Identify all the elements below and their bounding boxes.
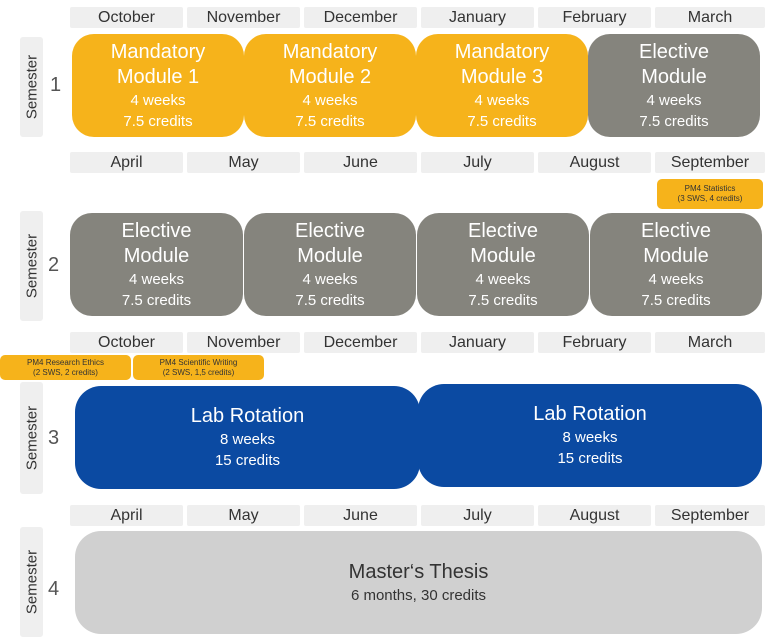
elective-module-s2-3: Elective Module 4 weeks 7.5 credits <box>417 213 589 316</box>
module-duration: 4 weeks <box>475 270 531 288</box>
module-title: Lab Rotation <box>190 405 305 427</box>
module-duration: 4 weeks <box>302 270 358 288</box>
semester-number: 1 <box>50 74 62 96</box>
badge-detail: (3 SWS, 4 credits) <box>677 194 743 203</box>
month-label: July <box>421 152 534 173</box>
module-credits: 15 credits <box>557 450 623 467</box>
lab-rotation-1: Lab Rotation 8 weeks 15 credits <box>75 386 420 489</box>
module-duration: 4 weeks <box>474 91 530 109</box>
badge-title: PM4 Research Ethics <box>27 357 104 367</box>
semester-label: Semester <box>23 405 40 471</box>
module-duration: 4 weeks <box>302 91 358 109</box>
module-title-line2: Module <box>641 65 707 88</box>
badge-detail: (2 SWS, 1,5 credits) <box>162 367 235 377</box>
module-credits: 7.5 credits <box>467 112 537 130</box>
module-credits: 7.5 credits <box>639 112 709 130</box>
month-label: March <box>655 332 765 353</box>
month-label: May <box>187 505 300 526</box>
month-label: August <box>538 505 651 526</box>
month-label: January <box>421 332 534 353</box>
module-title-line2: Module <box>123 244 190 267</box>
month-label: January <box>421 7 534 28</box>
month-label: March <box>655 7 765 28</box>
semester-2-tab: Semester <box>20 211 43 321</box>
module-credits: 7.5 credits <box>121 291 192 309</box>
elective-module-s2-1: Elective Module 4 weeks 7.5 credits <box>70 213 243 316</box>
elective-module-s2-4: Elective Module 4 weeks 7.5 credits <box>590 213 762 316</box>
badge-title: PM4 Statistics <box>684 184 736 193</box>
mandatory-module-1: Mandatory Module 1 4 weeks 7.5 credits <box>72 34 244 137</box>
semester-3-tab: Semester <box>20 382 43 494</box>
month-label: September <box>655 152 765 173</box>
month-label: August <box>538 152 651 173</box>
module-title-line1: Elective <box>638 40 710 63</box>
semester-4-tab: Semester <box>20 527 43 637</box>
month-label: April <box>70 152 183 173</box>
module-duration: 8 weeks <box>219 431 276 448</box>
module-title-line2: Module 3 <box>460 65 544 88</box>
lab-rotation-2: Lab Rotation 8 weeks 15 credits <box>418 384 762 487</box>
semester-number: 3 <box>48 427 60 449</box>
module-credits: 7.5 credits <box>468 291 538 309</box>
module-title-line2: Module <box>470 244 536 267</box>
semester-1-tab: Semester <box>20 37 43 137</box>
month-label: February <box>538 7 651 28</box>
module-duration: 4 weeks <box>648 270 704 288</box>
month-label: December <box>304 7 417 28</box>
module-title-line1: Mandatory <box>454 40 550 63</box>
semester-number: 2 <box>48 254 60 276</box>
elective-module-s1: Elective Module 4 weeks 7.5 credits <box>588 34 760 137</box>
month-label: April <box>70 505 183 526</box>
module-duration: 4 weeks <box>130 91 186 109</box>
pm4-scientific-writing-badge: PM4 Scientific Writing (2 SWS, 1,5 credi… <box>133 355 264 380</box>
month-label: July <box>421 505 534 526</box>
elective-module-s2-2: Elective Module 4 weeks 7.5 credits <box>244 213 416 316</box>
month-label: June <box>304 152 417 173</box>
month-label: May <box>187 152 300 173</box>
module-details: 6 months, 30 credits <box>350 586 487 604</box>
badge-detail: (2 SWS, 2 credits) <box>33 367 98 377</box>
module-duration: 8 weeks <box>562 429 618 446</box>
module-title-line1: Mandatory <box>282 40 378 63</box>
month-label: December <box>304 332 417 353</box>
module-title-line2: Module <box>297 244 363 267</box>
module-credits: 15 credits <box>214 452 281 469</box>
module-title-line1: Elective <box>640 219 712 242</box>
module-title-line1: Elective <box>121 219 192 242</box>
module-title-line2: Module 2 <box>288 65 372 88</box>
pm4-statistics-badge: PM4 Statistics (3 SWS, 4 credits) <box>657 179 763 209</box>
module-title-line2: Module 1 <box>116 65 200 88</box>
module-title-line1: Mandatory <box>110 40 206 63</box>
module-title-line1: Elective <box>467 219 539 242</box>
semester-label: Semester <box>23 549 40 615</box>
mandatory-module-2: Mandatory Module 2 4 weeks 7.5 credits <box>244 34 416 137</box>
month-label: February <box>538 332 651 353</box>
module-duration: 4 weeks <box>128 270 185 288</box>
month-label: October <box>70 332 183 353</box>
module-credits: 7.5 credits <box>641 291 711 309</box>
mandatory-module-3: Mandatory Module 3 4 weeks 7.5 credits <box>416 34 588 137</box>
month-label: November <box>187 332 300 353</box>
module-credits: 7.5 credits <box>295 291 365 309</box>
month-label: November <box>187 7 300 28</box>
month-label: September <box>655 505 765 526</box>
module-duration: 4 weeks <box>646 91 702 109</box>
pm4-research-ethics-badge: PM4 Research Ethics (2 SWS, 2 credits) <box>0 355 131 380</box>
semester-label: Semester <box>23 233 40 299</box>
module-credits: 7.5 credits <box>295 112 365 130</box>
module-credits: 7.5 credits <box>123 112 193 130</box>
module-title-line2: Module <box>643 244 709 267</box>
module-title-line1: Elective <box>294 219 366 242</box>
month-label: October <box>70 7 183 28</box>
module-title: Master‘s Thesis <box>348 560 489 583</box>
masters-thesis: Master‘s Thesis 6 months, 30 credits <box>75 531 762 634</box>
month-label: June <box>304 505 417 526</box>
semester-number: 4 <box>48 578 60 600</box>
badge-title: PM4 Scientific Writing <box>159 357 238 367</box>
semester-label: Semester <box>23 54 40 120</box>
module-title: Lab Rotation <box>533 403 647 425</box>
